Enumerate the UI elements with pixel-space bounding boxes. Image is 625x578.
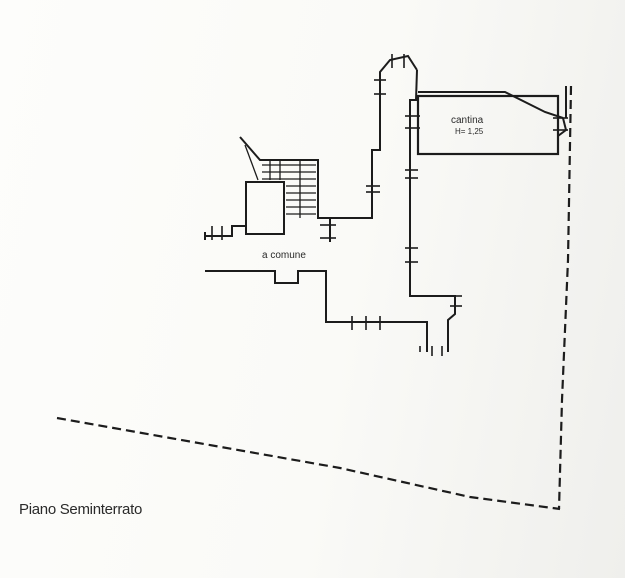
common-area-label: a comune xyxy=(262,250,306,261)
walls xyxy=(204,54,568,352)
wall-ticks xyxy=(211,54,568,356)
cellar-name-label: cantina xyxy=(451,115,484,126)
cellar-height-label: H= 1,25 xyxy=(455,127,484,136)
floor-caption: Piano Seminterrato xyxy=(19,501,142,518)
site-boundary xyxy=(56,85,573,511)
stair-treads xyxy=(244,144,316,218)
